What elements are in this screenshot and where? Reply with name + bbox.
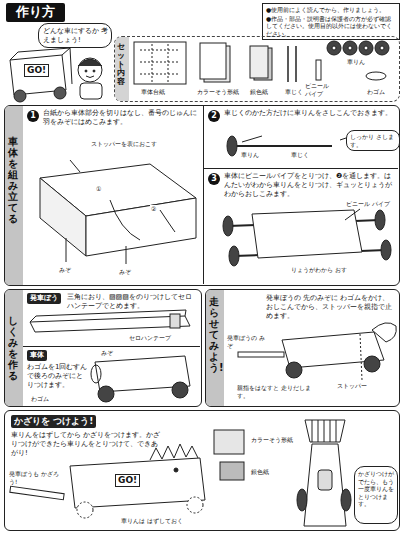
part-label: 車りん <box>346 58 366 66</box>
launch-stick <box>10 486 64 499</box>
wheel <box>54 87 66 99</box>
part-label: 親指をはなすと 走りだします。 <box>236 384 320 399</box>
node-heading: 2 <box>208 110 220 122</box>
color-paper <box>214 430 244 454</box>
part-label: ② <box>150 205 157 213</box>
child-body <box>80 83 102 99</box>
node-heading: かざりを つけよう! <box>11 415 96 428</box>
part-label: わゴム <box>30 395 50 403</box>
part-label: セロハンテープ <box>128 334 172 342</box>
part-label: みぞ <box>118 268 132 276</box>
node-text: かざりつけがでたら、もう一度車りんをとりつけます。 <box>358 470 395 508</box>
node-heading: 発車ぼう <box>27 293 61 304</box>
car-template <box>134 42 186 84</box>
node-heading: 3 <box>208 173 220 185</box>
node-heading: 1 <box>27 110 39 122</box>
axle <box>237 145 332 147</box>
car-body-front <box>86 198 196 256</box>
part-label: 発車ぼうも かざろう! <box>8 470 60 485</box>
node-text: 台紙から車体部分を切りはなし、番号のじゅんに羽をみぞにはめこみます。 <box>43 109 199 127</box>
part-label: みぞ <box>58 266 72 274</box>
node-heading: 車体 <box>27 350 47 361</box>
part-label: しっかり さします。 <box>346 130 400 151</box>
node-text: わゴムを1回むすんで後ろのみぞにとりつけます。 <box>27 363 89 389</box>
part-label: わゴム <box>366 88 386 96</box>
silver-paper <box>250 46 268 78</box>
node-text: 三角におり、▨▨▨をのりつけしてセロハンテープでとめます。 <box>67 293 197 311</box>
car-box-edge <box>70 48 72 84</box>
part-label: 銀色紙 <box>249 88 269 96</box>
part-label: カラーそう形紙 <box>250 436 294 444</box>
sec-box: 車体を 組み立てる 1 台紙から車体部分を切りはなし、番号のじゅんに羽をみぞにはめこ… <box>4 105 400 286</box>
part-label: 発車ぼうの みぞ <box>226 334 268 349</box>
node-text: ●作品・部品・説明書は保護者の方が必ず確認してください。使用目的以外には使わない… <box>266 15 397 38</box>
wheel <box>375 41 389 55</box>
node-text: どんな車にするか 考えましょう! <box>43 27 109 45</box>
hand <box>372 323 396 342</box>
step-box: 発車ぼう三角におり、▨▨▨をのりつけしてセロハンテープでとめます。 <box>23 290 200 346</box>
car-box-top <box>10 48 70 60</box>
rubber-band <box>366 72 386 80</box>
part-label: 銀色紙 <box>250 468 270 476</box>
node-heading: 走らせてみよう! <box>209 296 219 373</box>
sec2-box: かざりを つけよう! 車りんをはずしてから かざりをつけます。かざりつけができたら… <box>4 410 400 531</box>
part-label: ストッパー <box>336 382 368 390</box>
node-text: 車体を 組み立てる <box>8 136 18 224</box>
wheel <box>227 136 237 156</box>
part-label: ビニール パイプ <box>304 82 336 97</box>
part-label: 車じく <box>284 88 304 96</box>
axle <box>287 46 289 82</box>
wheel <box>327 41 341 55</box>
part-label: 車じく <box>290 151 310 159</box>
part-label: カラーそう形紙 <box>196 88 240 96</box>
push-arrow <box>242 136 262 142</box>
step-box: 1 台紙から車体部分を切りはなし、番号のじゅんに羽をみぞにはめこみます。 <box>23 106 203 284</box>
car-body-side <box>40 178 86 256</box>
axle <box>295 46 297 82</box>
stopper-arrow <box>70 160 80 172</box>
part-label: みぞ <box>100 349 114 357</box>
chassis <box>252 210 362 258</box>
launch-stick <box>238 352 284 357</box>
node-text: 発車ぼうの 先のみぞに わゴムをかけ、おしこんでから、ストッパーを親指で止めます… <box>266 294 396 320</box>
decorated-car <box>70 458 205 508</box>
part-label: 車りんは はずしておく <box>120 517 184 525</box>
part-label: りょうがわから おす <box>290 266 348 274</box>
node-heading: ●使用前によく読んでから、作りましょう。 <box>266 6 397 14</box>
node-text: セット内容 <box>117 43 125 87</box>
wheel <box>359 41 373 55</box>
part-label: 車体台紙 <box>140 88 166 96</box>
fold-arrow <box>160 210 175 232</box>
node-text: 車りんをはずしてから かざりをつけます。かざりつけができたら車りんをとりつけて、… <box>11 431 163 457</box>
child-hair <box>78 59 102 66</box>
wheel <box>343 41 357 55</box>
spoiler <box>305 420 345 442</box>
car-sign: GO! <box>24 64 49 77</box>
car-sign: GO! <box>115 474 140 487</box>
part-label: ① <box>95 185 102 193</box>
part-label: ストッパーを表におこす <box>90 140 158 148</box>
launch-stick <box>30 316 190 332</box>
note-box: ●使用前によく読んでから、作りましょう。●作品・部品・説明書は保護者の方が必ず確… <box>262 3 400 40</box>
node-text: しくみを作る <box>8 315 18 381</box>
race-car <box>304 444 346 526</box>
color-paper <box>200 43 226 79</box>
title-band: 作り方 <box>6 3 65 22</box>
part-label: ビニール パイプ <box>345 200 391 208</box>
node-text: 車じくのかた方だけに車りんをさしこんでおきます。 <box>224 109 394 118</box>
tape <box>170 314 180 328</box>
pipe <box>316 60 321 80</box>
part-label: 車りん <box>240 151 260 159</box>
fold-arrow <box>110 200 140 240</box>
wheel <box>14 90 26 102</box>
rubber-band <box>91 365 101 383</box>
bubble-box: かざりつけがでたら、もう一度車りんをとりつけます。 <box>354 466 398 524</box>
silver-paper <box>220 462 244 480</box>
bubble-box: どんな車にするか 考えましょう! <box>38 23 112 48</box>
child-face <box>78 58 102 82</box>
sec-box: しくみを作る発車ぼう三角におり、▨▨▨をのりつけしてセロハンテープでとめます。車… <box>4 289 202 407</box>
leader-line <box>345 209 360 220</box>
node-text: 車体にビニールパイプをとりつけ、❷を通します。はんたいがわから車りんをとりつけ、… <box>224 172 394 198</box>
